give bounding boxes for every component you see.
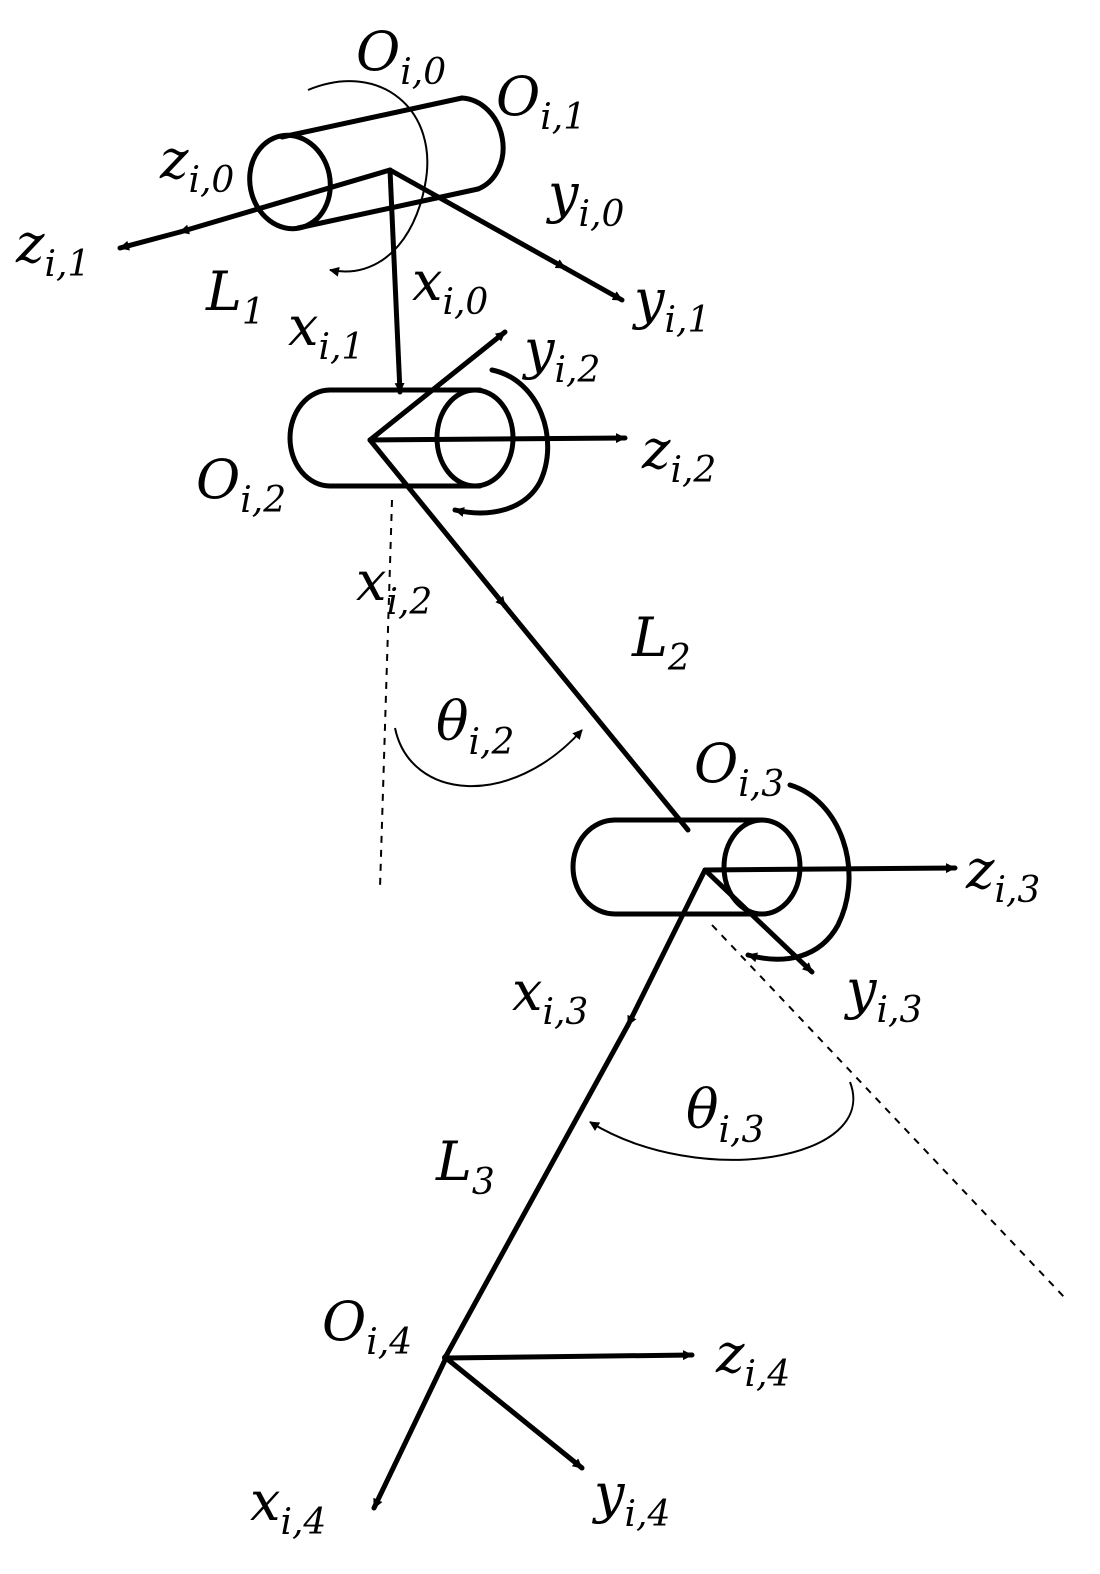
axis-z-i0 [177, 167, 393, 235]
label-z-i0: zi,0 [159, 128, 234, 201]
axis-x-i4 [371, 1355, 449, 1511]
angle-arc-theta-i2 [394, 727, 583, 788]
label-z-i1: zi,1 [15, 212, 90, 285]
angle-arc-theta-i3 [589, 1081, 854, 1161]
axis-x-i2 [367, 437, 508, 609]
rotation-arrow-joint-0 [307, 80, 429, 277]
label-theta-i2: θi,2 [436, 690, 514, 763]
label-z-i2: zi,2 [641, 418, 716, 491]
label-O-i3: Oi,3 [694, 732, 784, 805]
label-O-i2: Oi,2 [196, 448, 286, 521]
axis-z-i1 [117, 229, 183, 251]
label-x-i3: xi,3 [512, 960, 588, 1033]
label-y-i4: yi,4 [592, 1462, 670, 1535]
label-y-i0: yi,0 [546, 162, 624, 235]
rotation-arrow-joint-3 [745, 782, 852, 963]
label-O-i0: Oi,0 [356, 20, 446, 93]
axis-y-i1 [562, 265, 625, 303]
label-y-i2: yi,2 [522, 318, 600, 391]
axis-y-i3 [702, 867, 815, 975]
link-L1 [387, 167, 405, 395]
label-z-i4: zi,4 [715, 1322, 790, 1395]
origin-O-i4-point [442, 1354, 450, 1362]
label-L3: L3 [435, 1130, 495, 1203]
label-x-i1: xi,1 [288, 295, 364, 368]
axis-y-i4 [443, 1355, 585, 1471]
axis-z-i3 [702, 863, 958, 874]
label-x-i2: xi,2 [356, 550, 432, 623]
link-L3 [443, 1022, 631, 1359]
axis-z-i2 [367, 433, 628, 444]
axis-y-i2 [367, 329, 508, 443]
reference-line-joint-3 [711, 924, 1066, 1299]
joint-cylinder-1 [247, 95, 506, 232]
label-O-i4: Oi,4 [322, 1290, 412, 1363]
axis-x-i3 [625, 867, 708, 1028]
label-L1: L1 [205, 260, 265, 333]
label-L2: L2 [631, 606, 691, 679]
label-x-i0: xi,0 [412, 250, 488, 323]
axis-z-i4 [443, 1350, 695, 1361]
label-y-i1: yi,1 [632, 268, 710, 341]
label-z-i3: zi,3 [965, 838, 1040, 911]
label-theta-i3: θi,3 [686, 1078, 764, 1151]
link-L2 [502, 603, 691, 833]
label-y-i3: yi,3 [844, 958, 922, 1031]
joint-cylinder-3 [570, 817, 803, 917]
label-x-i4: xi,4 [250, 1470, 326, 1543]
reference-line-joint-2 [379, 499, 393, 889]
axis-y-i0 [387, 167, 568, 271]
rotation-arrow-joint-2 [452, 367, 551, 517]
label-O-i1: Oi,1 [496, 65, 586, 138]
